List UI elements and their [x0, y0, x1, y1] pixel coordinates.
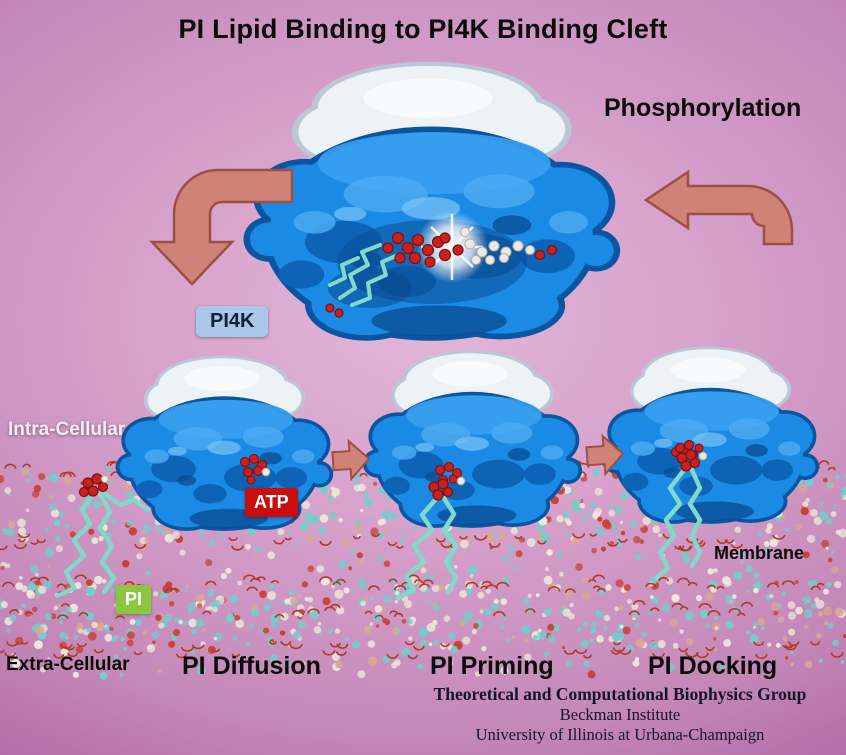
membrane-label: Membrane: [714, 543, 805, 563]
pi-lipid-priming-icon: [395, 478, 459, 601]
stage-label-diffusion: PI Diffusion: [182, 652, 321, 680]
white-substrate-spheres-icon: [459, 226, 536, 266]
stage-label-priming: PI Priming: [430, 652, 554, 680]
pi4k-protein-docking: [601, 346, 820, 524]
red-substrate-spheres-icon: [325, 231, 558, 318]
pi4k-protein-diffusion: [115, 355, 334, 531]
lipids-in-cleft-icon: [328, 243, 400, 307]
stage-arrow-2-icon: [585, 433, 625, 477]
figure-title: PI Lipid Binding to PI4K Binding Cleft: [178, 14, 668, 44]
atp-tag: ATP: [245, 488, 298, 517]
phosphorylation-label: Phosphorylation: [604, 94, 802, 122]
credits-group: Theoretical and Computational Biophysics…: [433, 684, 807, 704]
pi4k-protein-priming: [362, 350, 583, 528]
pi-tag: PI: [116, 585, 152, 614]
cycle-arrow-down-left-icon: [149, 168, 294, 286]
cycle-arrow-left-right-icon: [643, 169, 794, 246]
intra-cellular-label: Intra-Cellular: [8, 419, 126, 440]
extra-cellular-label: Extra-Cellular: [6, 654, 130, 675]
credits-university: University of Illinois at Urbana-Champai…: [475, 725, 765, 745]
stage-arrow-1-icon: [331, 438, 371, 482]
pi4k-tag: PI4K: [196, 306, 269, 337]
atp-cluster-diffusion-icon: [239, 453, 271, 485]
binding-cleft-detail: [325, 211, 558, 318]
credits-institute: Beckman Institute: [559, 705, 681, 725]
pi-lipid-docked-icon: [653, 439, 703, 581]
credits-block: Theoretical and Computational Biophysics…: [394, 684, 846, 746]
stage-label-docking: PI Docking: [648, 652, 778, 680]
pi-lipid-diffusing-icon: [55, 473, 151, 599]
